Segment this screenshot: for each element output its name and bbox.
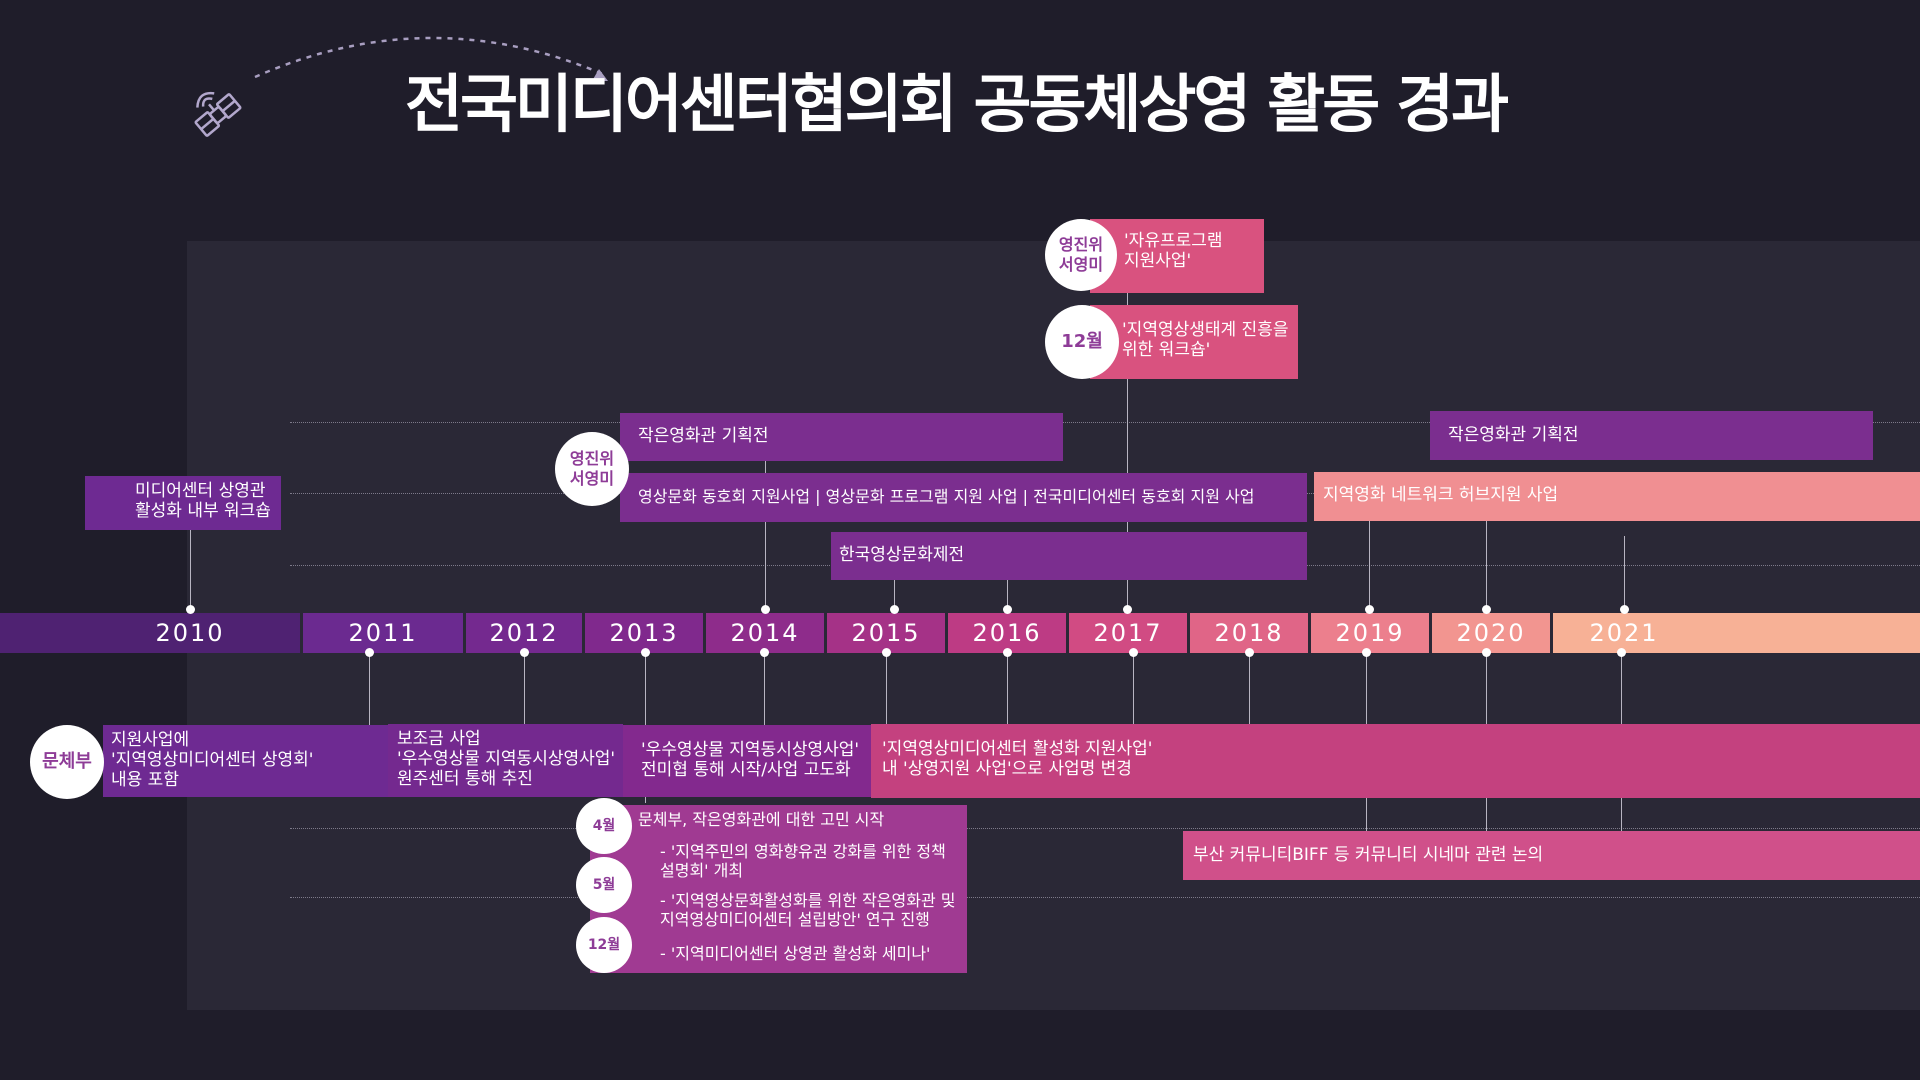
connector-line (369, 653, 370, 725)
connector-line (1486, 520, 1487, 610)
event-subsidy: 보조금 사업 '우수영상물 지역동시상영사업' 원주센터 통해 추진 (388, 724, 623, 797)
timeline-dot (1129, 648, 1138, 657)
connector-line (764, 653, 765, 725)
event-small-cinema-exhibition-2: 작은영화관 기획전 (1430, 411, 1873, 460)
connector-line (1127, 290, 1128, 610)
year-label: 2021 (1589, 619, 1659, 647)
ministry-badge: 문체부 (30, 725, 104, 799)
timeline-dot (365, 648, 374, 657)
timeline-dot (1003, 648, 1012, 657)
note-apr: 문체부, 작은영화관에 대한 고민 시작 (638, 810, 885, 829)
guide-line (290, 828, 1920, 829)
guide-line (290, 897, 1920, 898)
page-title: 전국미디어센터협의회 공동체상영 활동 경과 (405, 68, 1509, 141)
timeline-dot (1617, 648, 1626, 657)
month-badge-dec-2013: 12월 (576, 917, 632, 973)
year-bar-2010 (0, 613, 300, 653)
timeline-dot (1003, 605, 1012, 614)
timeline-dot (1245, 648, 1254, 657)
year-bar-2013 (585, 613, 703, 653)
event-club-support: 영상문화 동호회 지원사업 | 영상문화 프로그램 지원 사업 | 전국미디어센… (620, 473, 1307, 522)
year-bar-2019 (1311, 613, 1429, 653)
year-bar-2012 (466, 613, 582, 653)
event-name-change: '지역영상미디어센터 활성화 지원사업' 내 '상영지원 사업'으로 사업명 변… (871, 724, 1920, 798)
year-bar-2016 (948, 613, 1066, 653)
connector-line (1369, 520, 1370, 610)
connector-line (894, 580, 895, 610)
month-badge-dec: 12월 (1045, 305, 1119, 379)
event-film-festival: 한국영상문화제전 (831, 532, 1307, 580)
month-badge-may: 5월 (576, 857, 632, 913)
year-bar-2014 (706, 613, 824, 653)
event-busan-biff: 부산 커뮤니티BIFF 등 커뮤니티 시네마 관련 논의 (1183, 831, 1920, 880)
guide-line (290, 422, 1920, 423)
year-bar-2015 (827, 613, 945, 653)
year-label: 2020 (1456, 619, 1526, 647)
timeline-dot (1362, 648, 1371, 657)
connector-line (1133, 653, 1134, 725)
timeline-dot (1620, 605, 1629, 614)
year-label: 2010 (155, 619, 225, 647)
timeline-dot (890, 605, 899, 614)
event-network-hub: 지역영화 네트워크 허브지원 사업 (1314, 472, 1920, 521)
event-kofic-free-program: '자유프로그램 지원사업' (1090, 219, 1264, 293)
connector-line (1007, 653, 1008, 725)
connector-line (1249, 653, 1250, 725)
connector-line (190, 530, 191, 610)
year-label: 2019 (1335, 619, 1405, 647)
note-dec: - '지역미디어센터 상영관 활성화 세미나' (660, 944, 931, 963)
note-may-1: - '지역주민의 영화향유권 강화를 위한 정책 설명회' 개최 (660, 842, 946, 880)
year-label: 2011 (348, 619, 418, 647)
year-bar-2011 (303, 613, 463, 653)
month-badge-apr: 4월 (576, 798, 632, 854)
timeline-dot (641, 648, 650, 657)
year-label: 2012 (489, 619, 559, 647)
event-small-cinema-exhibition: 작은영화관 기획전 (620, 413, 1063, 461)
timeline-dot (1482, 648, 1491, 657)
timeline-dot (882, 648, 891, 657)
connector-line (524, 653, 525, 725)
timeline-dot (760, 648, 769, 657)
event-small-cinema-2013-detail (590, 805, 967, 973)
year-label: 2013 (609, 619, 679, 647)
year-label: 2017 (1093, 619, 1163, 647)
event-workshop-2010: 미디어센터 상영관 활성화 내부 워크숍 (85, 476, 281, 530)
year-bar-2020 (1432, 613, 1550, 653)
kofic-badge: 영진위 서영미 (555, 432, 629, 506)
connector-line (1624, 536, 1625, 610)
timeline-dot (186, 605, 195, 614)
year-label: 2014 (730, 619, 800, 647)
timeline-dot (1365, 605, 1374, 614)
timeline-dot (761, 605, 770, 614)
connector-line (886, 653, 887, 725)
timeline-dot (1123, 605, 1132, 614)
note-may-2: - '지역영상문화활성화를 위한 작은영화관 및 지역영상미디어센터 설립방안'… (660, 891, 956, 929)
event-excellent-start: '우수영상물 지역동시상영사업' 전미협 통해 시작/사업 고도화 (623, 725, 871, 797)
event-support-include: 지원사업에 '지역영상미디어센터 상영회' 내용 포함 (103, 725, 388, 797)
year-bar-2021 (1553, 613, 1920, 653)
timeline-dot (1482, 605, 1491, 614)
year-label: 2015 (851, 619, 921, 647)
kofic-badge: 영진위 서영미 (1045, 219, 1117, 291)
connector-line (765, 460, 766, 610)
year-label: 2018 (1214, 619, 1284, 647)
year-bar-2017 (1069, 613, 1187, 653)
year-bar-2018 (1190, 613, 1308, 653)
year-label: 2016 (972, 619, 1042, 647)
event-ecosystem-workshop: '지역영상생태계 진흥을 위한 워크숍' (1090, 305, 1298, 379)
timeline-dot (520, 648, 529, 657)
connector-line (1007, 580, 1008, 610)
satellite-icon (194, 36, 608, 137)
